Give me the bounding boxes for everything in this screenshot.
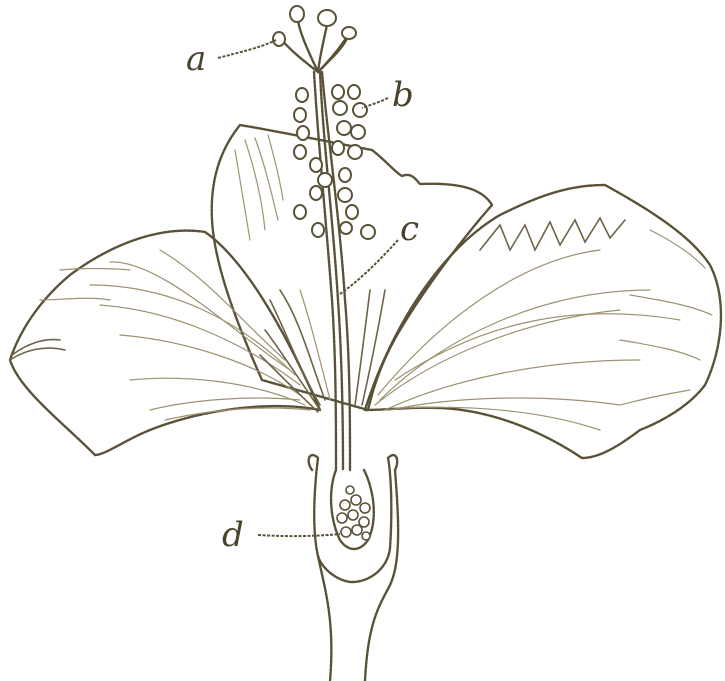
ovules [337,486,370,540]
label-a: a [186,39,206,79]
right-petal-veins [375,218,712,430]
label-b: b [392,75,414,115]
style-branches [282,18,348,72]
leader-d [258,534,340,536]
leader-b [362,98,388,108]
left-petal-veins [10,250,310,420]
leader-a [218,40,276,58]
label-c: c [400,209,419,249]
label-d: d [222,515,244,555]
leader-c [340,240,398,294]
